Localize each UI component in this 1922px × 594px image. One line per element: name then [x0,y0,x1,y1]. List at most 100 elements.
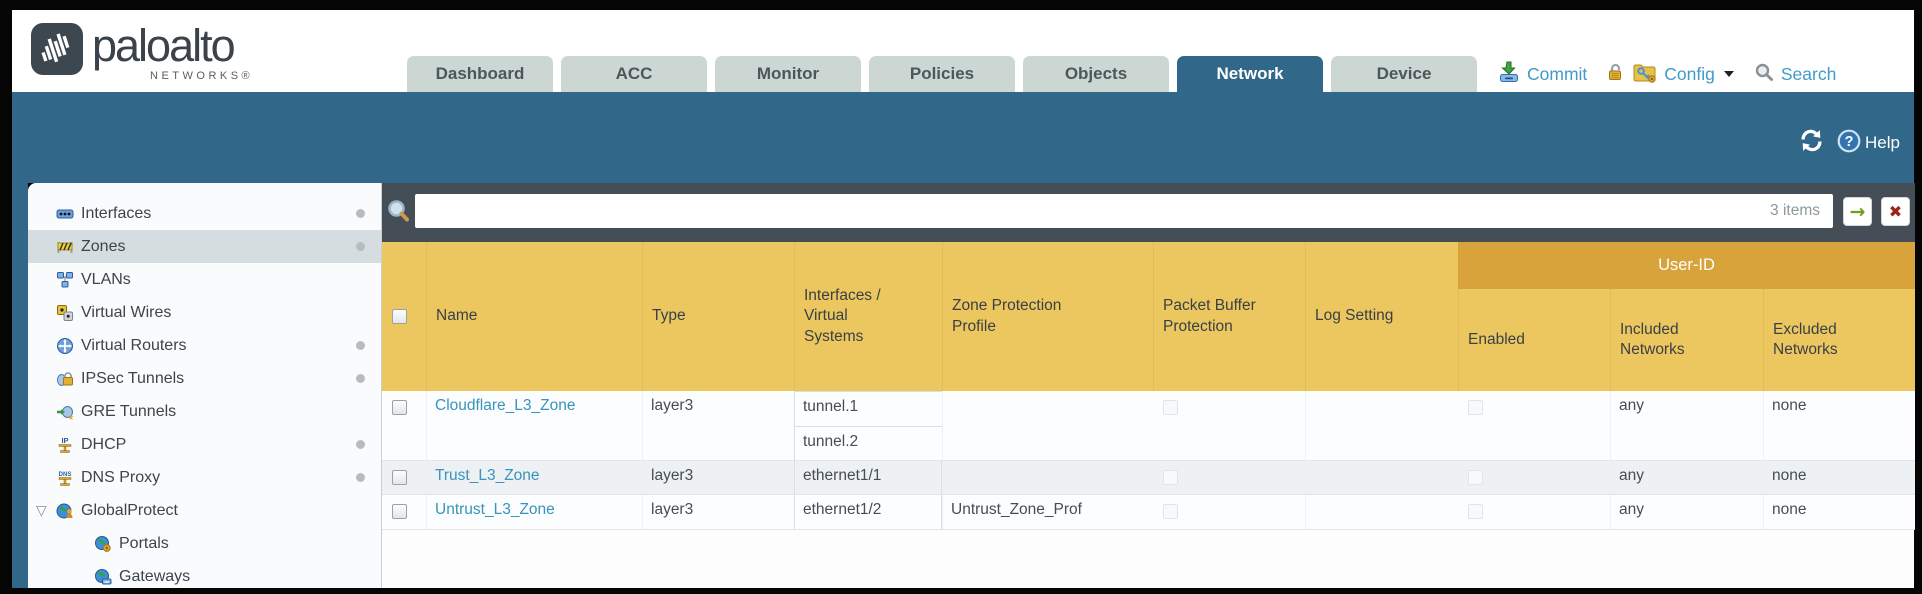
tab-monitor[interactable]: Monitor [715,56,861,92]
sidebar-label: Virtual Wires [81,303,172,321]
zone-type-cell: layer3 [642,461,794,494]
help-button[interactable]: ? Help [1837,129,1900,158]
status-dot [356,209,365,218]
sidebar-label: GlobalProtect [81,501,178,519]
help-label: Help [1865,133,1900,152]
brand-name: paloalto [92,20,236,71]
config-button[interactable]: Config [1664,63,1715,84]
packet-buffer-checkbox[interactable] [1163,470,1178,485]
user-id-enabled-checkbox[interactable] [1468,400,1483,415]
included-networks-cell: any [1610,495,1763,529]
status-dot [356,473,365,482]
tab-objects[interactable]: Objects [1023,56,1169,92]
interface-cell: tunnel.2 [794,426,943,462]
select-all-checkbox[interactable] [392,309,407,324]
sidebar-item-zones[interactable]: Zones [28,230,381,263]
sidebar-label: Portals [119,534,169,552]
sidebar-item-gre-tunnels[interactable]: GRE Tunnels [28,395,381,428]
network-sidebar: Interfaces Zones [28,183,381,588]
status-dot [356,374,365,383]
globalprotect-icon [56,502,74,520]
column-header-interfaces[interactable]: Interfaces / Virtual Systems [794,242,942,391]
gre-tunnels-icon [56,403,74,421]
config-icon[interactable] [1632,60,1657,89]
svg-text:IP: IP [61,436,68,445]
packet-buffer-checkbox[interactable] [1163,504,1178,519]
commit-icon[interactable] [1498,61,1520,88]
excluded-networks-cell: none [1763,461,1915,494]
lock-icon[interactable] [1605,62,1625,87]
tab-dashboard[interactable]: Dashboard [407,56,553,92]
column-header-excluded-networks[interactable]: Excluded Networks [1763,289,1915,391]
row-checkbox[interactable] [392,504,407,519]
sidebar-label: Gateways [119,567,191,585]
search-button[interactable]: Search [1780,63,1837,84]
sidebar-label: VLANs [81,270,131,288]
clear-filter-button[interactable]: ✖ [1881,197,1910,226]
interface-cell: tunnel.1 [794,391,943,427]
toolbar: Commit Config [1498,56,1836,92]
dhcp-icon: IP [56,436,74,454]
filter-input[interactable] [415,194,1833,228]
sidebar-label: IPSec Tunnels [81,369,185,387]
tab-acc[interactable]: ACC [561,56,707,92]
column-header-zone-protection[interactable]: Zone Protection Profile [942,242,1153,391]
zone-name-link[interactable]: Untrust_L3_Zone [435,501,555,518]
help-icon: ? [1837,129,1861,158]
user-id-enabled-checkbox[interactable] [1468,470,1483,485]
top-header: paloalto NETWORKS® Dashboard ACC Monitor… [12,10,1914,92]
row-checkbox[interactable] [392,400,407,415]
packet-buffer-checkbox[interactable] [1163,400,1178,415]
sidebar-item-dhcp[interactable]: IP DHCP [28,428,381,461]
expand-arrow-icon[interactable] [36,501,47,519]
sidebar-item-portals[interactable]: Portals [28,527,381,560]
user-id-group-header: User-ID [1458,242,1915,289]
user-id-enabled-checkbox[interactable] [1468,504,1483,519]
sidebar-item-interfaces[interactable]: Interfaces [28,197,381,230]
config-caret-icon[interactable] [1723,71,1734,77]
column-header-label: Packet Buffer Protection [1163,297,1256,335]
tab-network[interactable]: Network [1177,56,1323,92]
sidebar-label: DHCP [81,435,127,453]
column-header-type[interactable]: Type [642,242,794,391]
apply-filter-button[interactable]: → [1843,197,1872,226]
column-header-name[interactable]: Name [426,242,642,391]
sidebar-item-dns-proxy[interactable]: DNS DNS Proxy [28,461,381,494]
sidebar-item-virtual-routers[interactable]: Virtual Routers [28,329,381,362]
refresh-icon[interactable] [1798,128,1825,158]
zone-name-cell: Untrust_L3_Zone [426,495,642,529]
table-row: Cloudflare_L3_Zone layer3 tunnel.1 tunne… [382,391,1915,462]
column-header-packet-buffer[interactable]: Packet Buffer Protection [1153,242,1305,391]
tab-policies[interactable]: Policies [869,56,1015,92]
sidebar-item-virtual-wires[interactable]: Virtual Wires [28,296,381,329]
vlans-icon [56,271,74,289]
teal-band: ? Help [12,92,1914,183]
sidebar-item-globalprotect[interactable]: GlobalProtect [28,494,381,527]
sidebar-label: GRE Tunnels [81,402,177,420]
zone-protection-cell [942,391,1153,460]
search-icon[interactable] [1754,62,1774,87]
sidebar-item-ipsec-tunnels[interactable]: IPSec Tunnels [28,362,381,395]
zone-protection-cell: Untrust_Zone_Prof [942,495,1153,529]
commit-button[interactable]: Commit [1527,63,1588,84]
sidebar-item-gateways[interactable]: Gateways [28,560,381,588]
ipsec-tunnels-icon [56,370,74,388]
log-setting-cell [1305,461,1458,494]
sidebar-item-vlans[interactable]: VLANs [28,263,381,296]
column-header-included-networks[interactable]: Included Networks [1610,289,1763,391]
filter-search-icon [386,198,413,231]
row-checkbox[interactable] [392,470,407,485]
column-header-label: Zone Protection Profile [952,297,1062,335]
virtual-routers-icon [56,337,74,355]
interface-cell: ethernet1/1 [794,461,942,494]
column-header-log-setting[interactable]: Log Setting [1305,242,1458,391]
zone-name-link[interactable]: Cloudflare_L3_Zone [435,397,576,414]
column-header-enabled[interactable]: Enabled [1458,289,1610,391]
zone-name-link[interactable]: Trust_L3_Zone [435,467,540,484]
tab-device[interactable]: Device [1331,56,1477,92]
log-setting-cell [1305,391,1458,460]
table-row: Trust_L3_Zone layer3 ethernet1/1 any non… [382,461,1915,495]
status-dot [356,242,365,251]
virtual-wires-icon [56,304,74,322]
